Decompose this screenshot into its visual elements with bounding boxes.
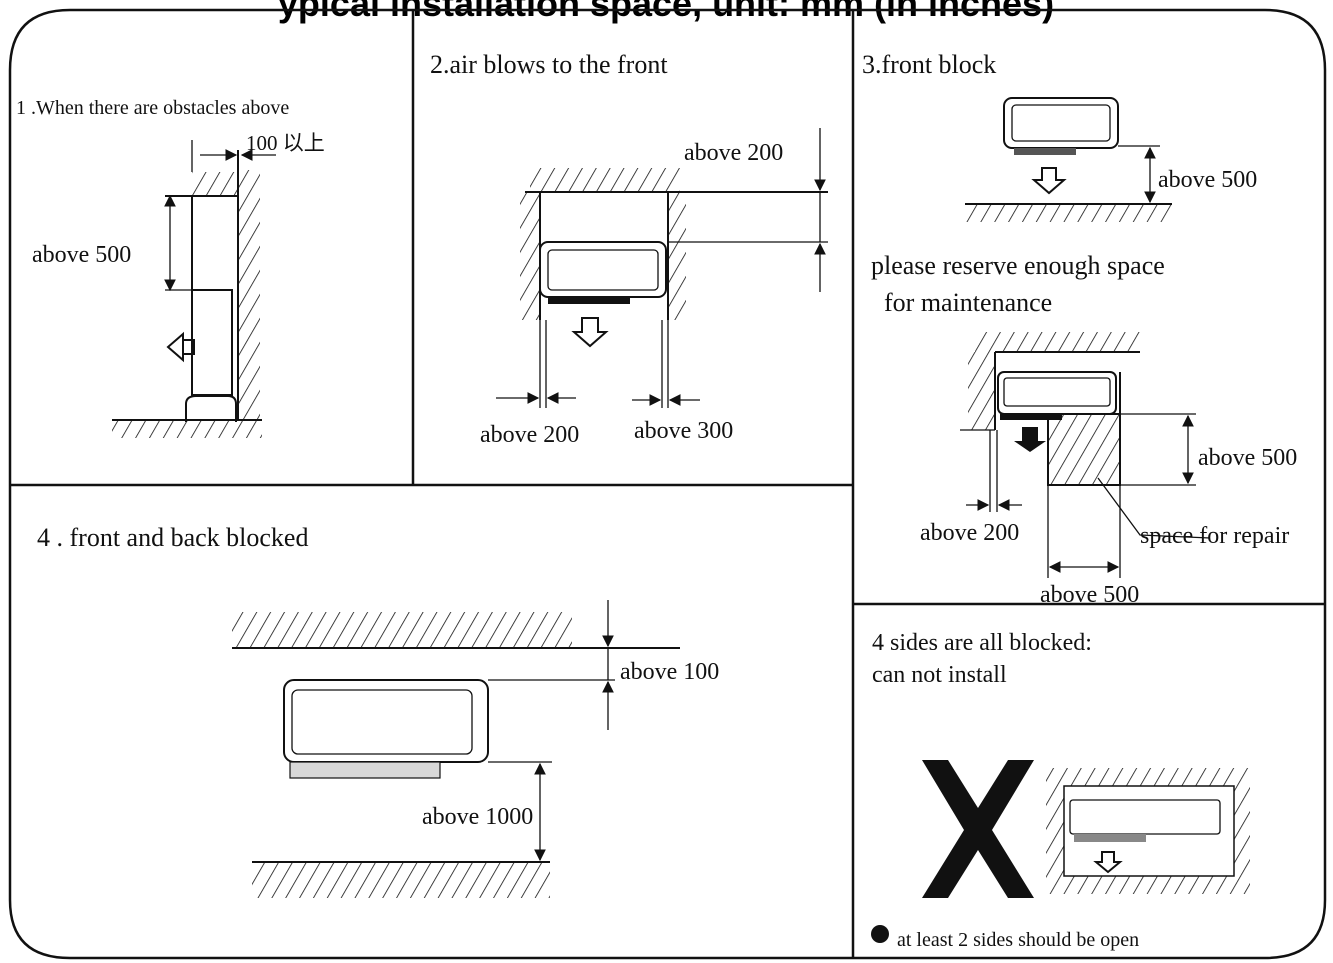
panel-front-block: 3.front block above 500 please reserve e… xyxy=(862,50,1297,608)
air-flow-arrow xyxy=(1093,851,1123,874)
maintenance-note-line2: for maintenance xyxy=(884,288,1052,317)
dim-label-bottom: above 500 xyxy=(1040,582,1139,608)
repair-space-label: space for repair xyxy=(1140,523,1289,549)
dim-label-floor: above 500 xyxy=(1158,167,1257,193)
header-title: ypical installation space, unit: mm (in … xyxy=(278,0,1054,24)
panel-all-sides-blocked: 4 sides are all blocked: can not install… xyxy=(871,630,1250,951)
bullet-icon xyxy=(871,925,889,943)
panel-front-back-blocked: 4 . front and back blocked above 100 abo… xyxy=(37,523,719,898)
panel-3-title: 3.front block xyxy=(862,50,996,79)
panel-air-front: 2.air blows to the front above 200 above… xyxy=(430,50,828,448)
unit-outline xyxy=(191,289,233,396)
cross-icon xyxy=(922,760,1034,898)
panel-obstacles-above: 1 .When there are obstacles above above … xyxy=(16,97,325,438)
panel-4-title: 4 . front and back blocked xyxy=(37,523,308,552)
unit-base xyxy=(185,395,237,422)
panel-1-title: 1 .When there are obstacles above xyxy=(16,97,289,119)
unit-outline xyxy=(283,679,489,763)
blocked-line2: can not install xyxy=(872,662,1007,688)
maintenance-note-line1: please reserve enough space xyxy=(871,251,1165,280)
dim-label-right: above 500 xyxy=(1198,445,1297,471)
air-flow-arrow xyxy=(571,317,609,348)
dim-label-top: above 200 xyxy=(684,140,783,166)
dim-label-side: 100 以上 xyxy=(246,131,325,155)
wall-hatch xyxy=(238,170,260,420)
dim-label-left: above 200 xyxy=(920,520,1019,546)
dim-label-bottom: above 1000 xyxy=(422,804,533,830)
outer-frame xyxy=(8,8,1327,960)
dim-label-right: above 300 xyxy=(634,418,733,444)
panel-2-title: 2.air blows to the front xyxy=(430,50,668,79)
wall-hatch xyxy=(232,612,572,648)
open-sides-note: at least 2 sides should be open xyxy=(897,929,1139,951)
air-flow-arrow xyxy=(1031,167,1067,195)
dim-label-height: above 500 xyxy=(32,242,131,268)
blocked-line1: 4 sides are all blocked: xyxy=(872,630,1092,656)
air-flow-arrow xyxy=(1014,427,1046,452)
dim-label-top: above 100 xyxy=(620,659,719,685)
air-flow-arrow xyxy=(166,331,195,363)
dim-label-left: above 200 xyxy=(480,422,579,448)
repair-space-hatch xyxy=(1048,414,1120,485)
